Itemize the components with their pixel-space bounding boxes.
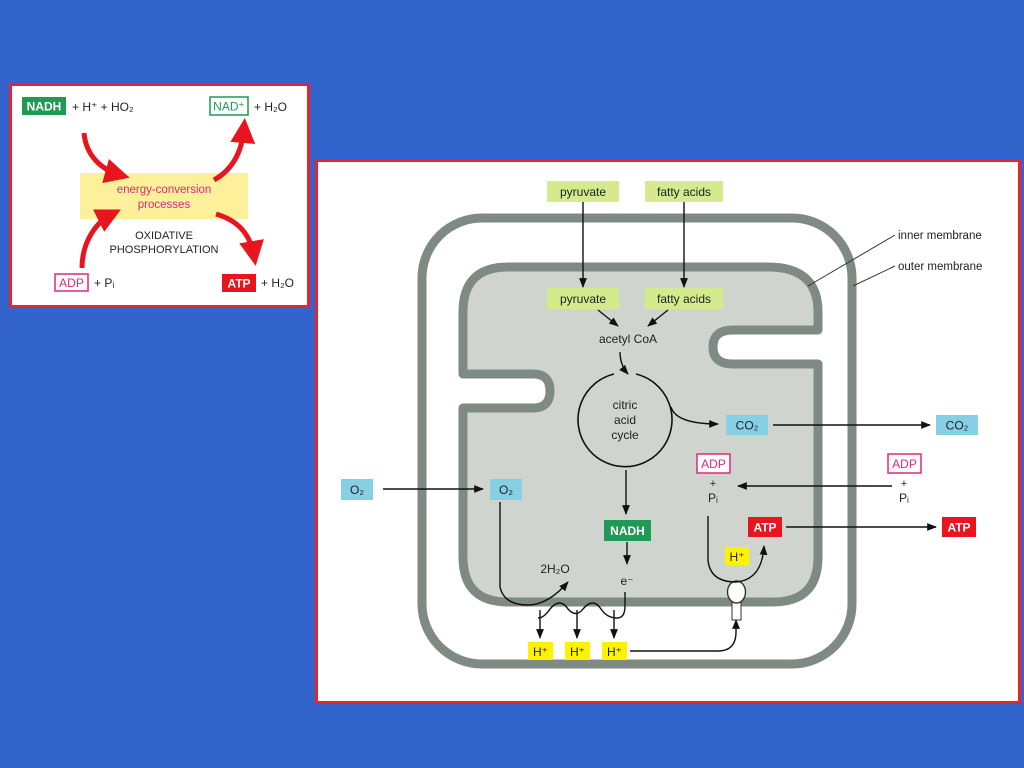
- adp-label: ADP: [59, 276, 84, 290]
- fatty-acids-outside-box: [645, 181, 723, 202]
- o2-to-water-path: [499, 502, 569, 606]
- summary-diagram: NADH + H⁺ + HO₂ NAD⁺ + H₂O energy-conver…: [22, 96, 294, 292]
- mitochondrion-panel: inner membrane outer membrane pyruvate f…: [315, 159, 1021, 704]
- o2-inside-label: O₂: [499, 483, 513, 497]
- nadh-label: NADH: [27, 100, 62, 114]
- co2-release-arrow: [670, 406, 719, 428]
- co2-inside-label: CO₂: [736, 419, 759, 433]
- proton-label-synthase: H⁺: [730, 550, 745, 564]
- water-label: 2H₂O: [540, 562, 569, 576]
- acetyl-coa-label: acetyl CoA: [599, 332, 657, 346]
- nadh-box: [22, 97, 66, 115]
- fatty-acids-outside-label: fatty acids: [657, 185, 711, 199]
- nadh-box: [604, 520, 651, 541]
- outer-membrane-label: outer membrane: [898, 261, 982, 273]
- adp-outside-box: [887, 453, 922, 474]
- acid-label: acid: [614, 413, 636, 427]
- nad-arrow: [212, 118, 256, 183]
- proton-label-1: H⁺: [533, 645, 548, 659]
- adp-arrow: [79, 209, 121, 269]
- inner-membrane: [458, 262, 823, 607]
- adp-box: [54, 273, 89, 292]
- o2-outside-box: [341, 479, 373, 500]
- atp-synthase-flow: [707, 516, 768, 583]
- nadh-label: NADH: [610, 524, 645, 538]
- cycle-label: cycle: [611, 428, 639, 442]
- adp-inside-box: [696, 453, 731, 474]
- plus-inside: +: [710, 478, 716, 490]
- co2-outside-label: CO₂: [946, 419, 969, 433]
- pyruvate-inside-label: pyruvate: [560, 292, 606, 306]
- proton-box-3: [602, 642, 627, 660]
- pyruvate-to-acetyl-arrow: [597, 309, 619, 327]
- proton-label-2: H⁺: [570, 645, 585, 659]
- nad-plus-label: NAD⁺: [213, 100, 245, 114]
- energy-conversion-label: energy-conversion: [117, 184, 212, 196]
- pi-outside-label: Pᵢ: [899, 491, 909, 505]
- atp-synthase-head: [726, 580, 747, 604]
- citric-label: citric: [613, 398, 638, 412]
- proton-return-arrow: [630, 619, 740, 652]
- electron-label: e⁻: [620, 574, 633, 588]
- pyruvate-outside-label: pyruvate: [560, 185, 606, 199]
- atp-outside-label: ATP: [947, 521, 970, 535]
- o2-outside-label: O₂: [350, 483, 364, 497]
- co2-inside-box: [726, 415, 768, 435]
- citric-acid-cycle-ring: [577, 373, 673, 468]
- top-right-equation: + H₂O: [254, 100, 287, 114]
- oxidative-label: OXIDATIVE: [135, 230, 193, 242]
- pyruvate-outside-box: [547, 181, 619, 202]
- nad-plus-box: [209, 96, 249, 116]
- proton-box-2: [565, 642, 590, 660]
- co2-outside-box: [936, 415, 978, 435]
- proton-box-synthase: [725, 547, 749, 565]
- fatty-acids-inside-label: fatty acids: [657, 292, 711, 306]
- inner-membrane-pointer: [807, 234, 896, 287]
- atp-inside-label: ATP: [753, 521, 776, 535]
- acetyl-entry-arrow: [619, 351, 629, 375]
- fatty-acids-to-acetyl-arrow: [647, 309, 669, 327]
- bottom-left-equation: + Pᵢ: [94, 276, 114, 290]
- atp-arrow: [215, 211, 264, 266]
- oxidative-phosphorylation-summary-panel: NADH + H⁺ + HO₂ NAD⁺ + H₂O energy-conver…: [9, 83, 310, 308]
- atp-label: ATP: [227, 277, 250, 291]
- proton-box-1: [528, 642, 553, 660]
- plus-outside: +: [901, 478, 907, 490]
- outer-membrane-pointer: [852, 265, 896, 287]
- adp-outside-label: ADP: [892, 457, 917, 471]
- electron-transport-path: [537, 592, 626, 619]
- atp-box: [222, 274, 256, 292]
- mitochondrion-diagram: inner membrane outer membrane pyruvate f…: [341, 181, 982, 669]
- nadh-arrow: [81, 132, 130, 184]
- processes-label: processes: [138, 199, 191, 211]
- pi-inside-label: Pᵢ: [708, 491, 718, 505]
- o2-inside-box: [490, 479, 522, 500]
- fatty-acids-inside-box: [645, 288, 723, 309]
- pyruvate-inside-box: [547, 288, 619, 309]
- atp-inside-box: [748, 517, 782, 537]
- inner-membrane-label: inner membrane: [898, 230, 982, 242]
- adp-inside-label: ADP: [701, 457, 726, 471]
- top-left-equation: + H⁺ + HO₂: [72, 100, 134, 114]
- energy-conversion-box: [80, 173, 248, 219]
- phosphorylation-label: PHOSPHORYLATION: [109, 244, 218, 256]
- atp-outside-box: [942, 517, 976, 537]
- proton-label-3: H⁺: [607, 645, 622, 659]
- bottom-right-equation: + H₂O: [261, 276, 294, 290]
